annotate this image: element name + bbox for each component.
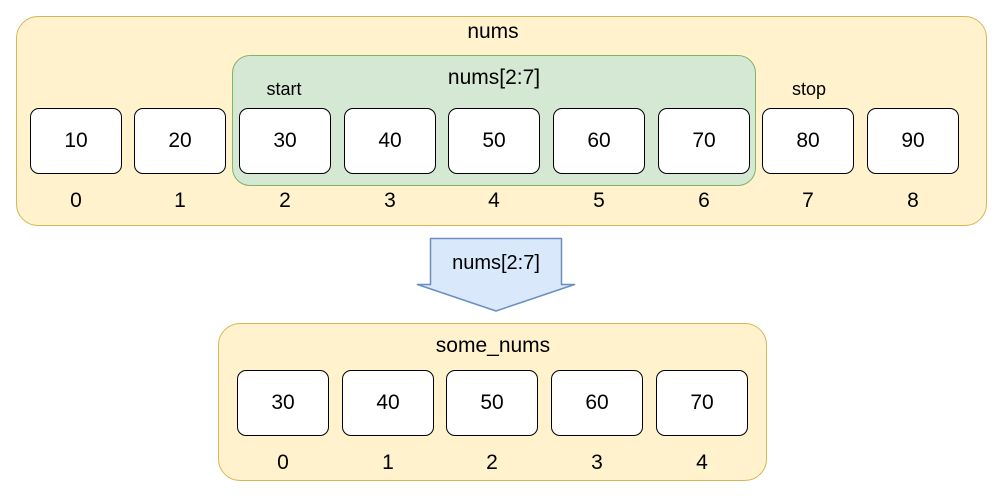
nums-index-8: 8 (907, 189, 919, 212)
some-nums-index-2: 2 (486, 451, 498, 474)
nums-cell-1: 20 (134, 108, 226, 174)
nums-index-2: 2 (279, 189, 291, 212)
some-nums-index-0: 0 (277, 451, 289, 474)
nums-cell-3: 40 (344, 108, 436, 174)
some-nums-cell-4: 70 (656, 370, 748, 436)
stop-label: stop (791, 78, 827, 99)
some-nums-cell-2: 50 (446, 370, 538, 436)
some-nums-index-4: 4 (696, 451, 708, 474)
slice-label: nums[2:7] (447, 66, 541, 89)
some-nums-cell-3: 60 (551, 370, 643, 436)
some-nums-index-1: 1 (382, 451, 394, 474)
nums-index-7: 7 (802, 189, 814, 212)
some-nums-title: some_nums (435, 334, 551, 357)
some-nums-index-3: 3 (591, 451, 603, 474)
nums-cell-4: 50 (448, 108, 540, 174)
start-label: start (266, 78, 302, 99)
slice-arrow-icon (416, 237, 576, 312)
nums-cell-7: 80 (762, 108, 854, 174)
nums-index-3: 3 (384, 189, 396, 212)
nums-cell-8: 90 (867, 108, 959, 174)
nums-title: nums (467, 20, 519, 43)
nums-cell-2: 30 (239, 108, 331, 174)
nums-index-6: 6 (698, 189, 710, 212)
nums-index-0: 0 (70, 189, 82, 212)
nums-cell-5: 60 (553, 108, 645, 174)
nums-index-4: 4 (488, 189, 500, 212)
nums-cell-0: 10 (30, 108, 122, 174)
some-nums-cell-0: 30 (237, 370, 329, 436)
nums-cell-6: 70 (658, 108, 750, 174)
nums-index-1: 1 (174, 189, 186, 212)
arrow-label: nums[2:7] (452, 251, 540, 274)
nums-index-5: 5 (593, 189, 605, 212)
some-nums-cell-1: 40 (342, 370, 434, 436)
